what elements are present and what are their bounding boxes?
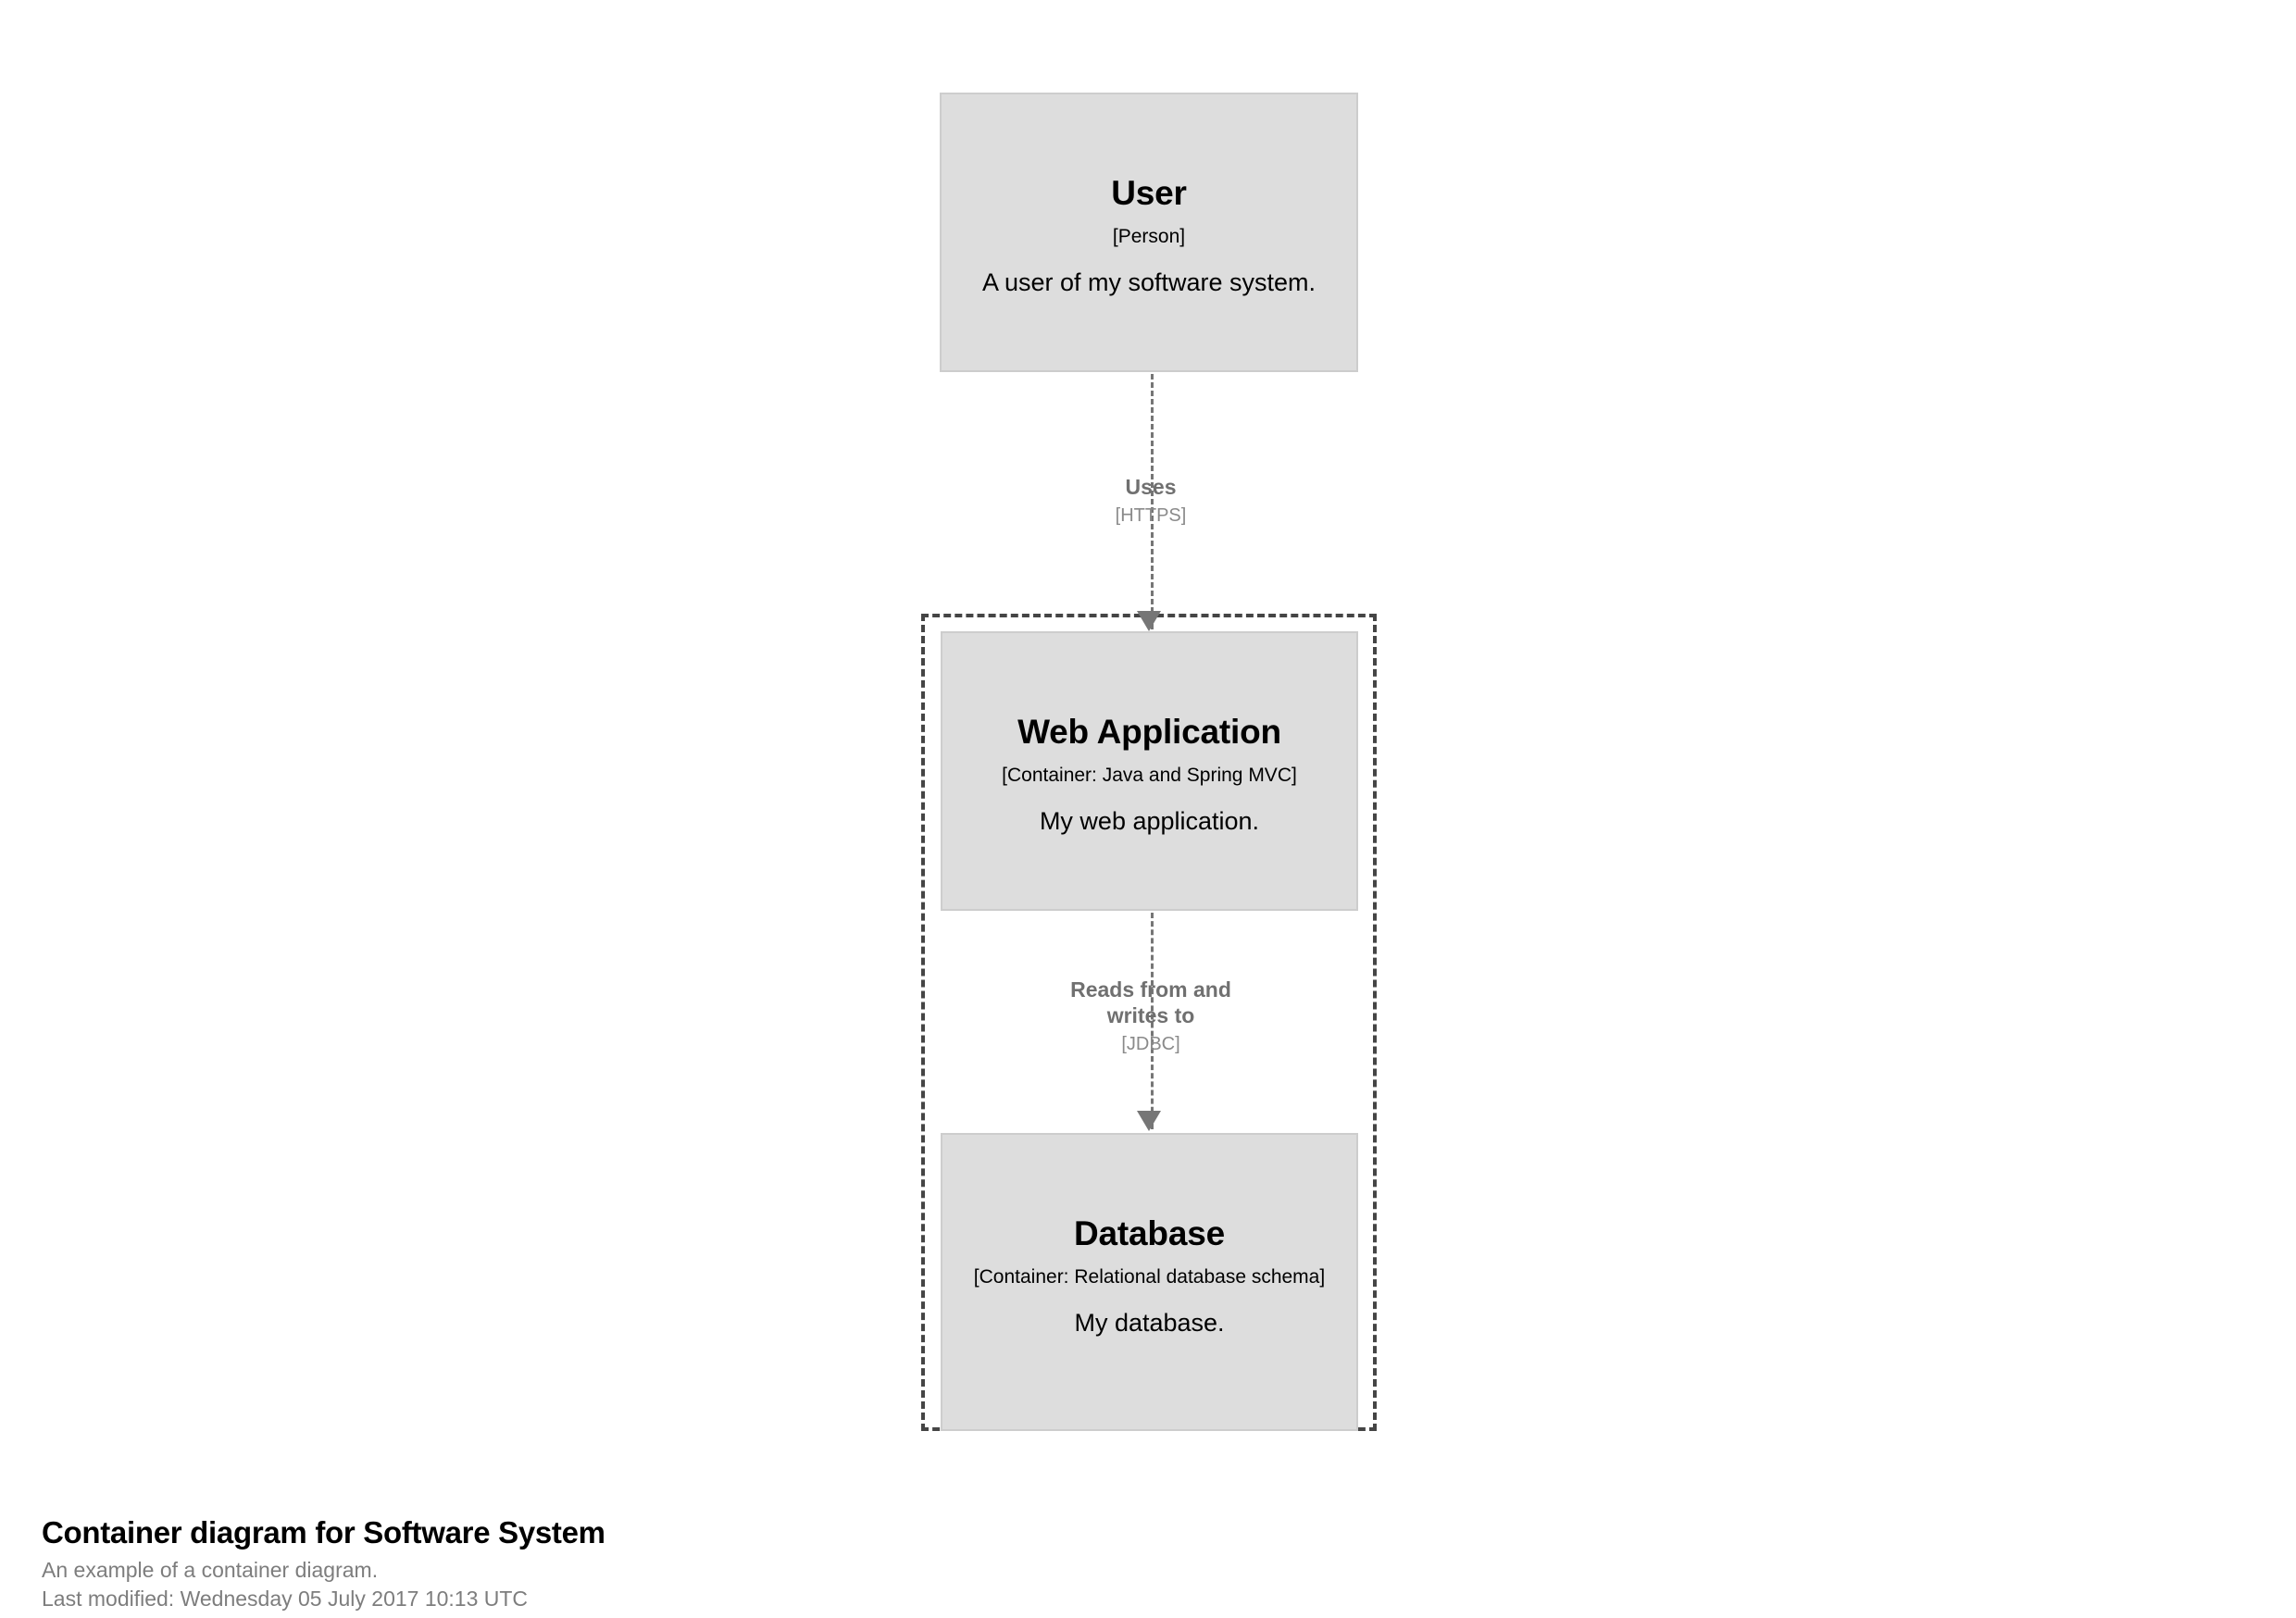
node-user-technology: [Person]	[1112, 226, 1186, 247]
node-user-description: A user of my software system.	[981, 268, 1316, 296]
relationship-reads-writes-label: Reads from and writes to [JDBC]	[1012, 977, 1290, 1055]
node-user-name: User	[1111, 174, 1187, 212]
relationship-reads-writes-line	[1151, 913, 1154, 1129]
relationship-reads-writes-technology: [JDBC]	[1121, 1034, 1180, 1055]
diagram-last-modified: Last modified: Wednesday 05 July 2017 10…	[42, 1586, 529, 1611]
node-database-technology: [Container: Relational database schema]	[973, 1266, 1326, 1288]
relationship-uses-technology: [HTTPS]	[1115, 505, 1187, 527]
node-web-application-name: Web Application	[1017, 713, 1281, 751]
relationship-uses-description: Uses	[1125, 475, 1177, 499]
relationship-reads-writes-description-line2: writes to	[1106, 1003, 1195, 1028]
diagram-description: An example of a container diagram.	[42, 1558, 379, 1583]
diagram-caption: Container diagram for Software System An…	[42, 1514, 1153, 1612]
node-database[interactable]: Database [Container: Relational database…	[941, 1133, 1358, 1431]
node-web-application[interactable]: Web Application [Container: Java and Spr…	[941, 631, 1358, 911]
relationship-reads-writes-description-line1: Reads from and	[1070, 977, 1231, 1002]
node-web-application-description: My web application.	[1039, 807, 1260, 835]
relationship-uses-label: Uses [HTTPS]	[1012, 474, 1290, 527]
relationship-uses-line	[1151, 374, 1154, 629]
node-database-name: Database	[1074, 1214, 1225, 1252]
node-web-application-technology: [Container: Java and Spring MVC]	[1002, 765, 1297, 786]
node-user[interactable]: User [Person] A user of my software syst…	[940, 93, 1358, 372]
diagram-title: Container diagram for Software System	[42, 1515, 605, 1550]
relationship-reads-writes-arrowhead-icon	[1137, 1111, 1161, 1131]
relationship-uses-arrowhead-icon	[1137, 611, 1161, 631]
node-database-description: My database.	[1074, 1309, 1225, 1337]
